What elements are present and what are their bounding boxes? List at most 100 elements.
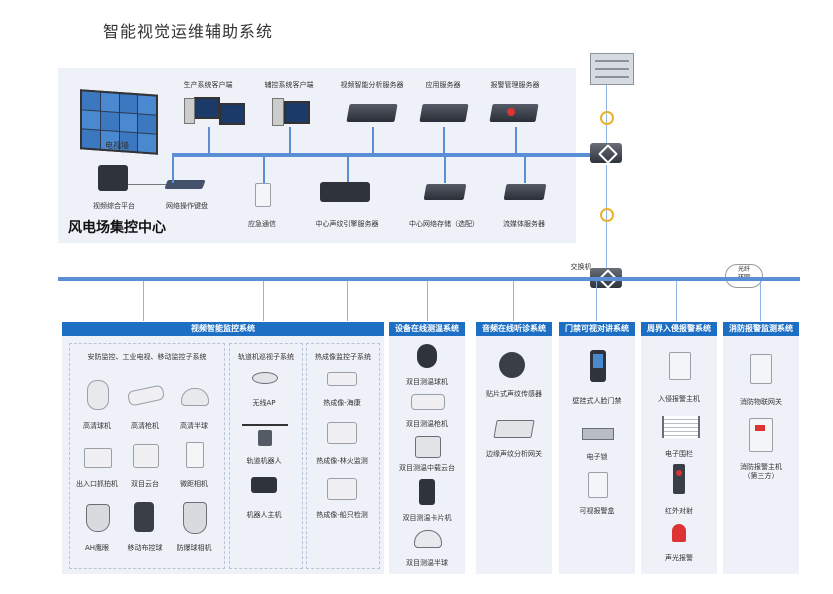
item-intrusion-host: 入侵报警主机 bbox=[658, 395, 700, 403]
item-sound-light-alarm: 声光报警 bbox=[665, 554, 693, 562]
page-title: 智能视觉运维辅助系统 bbox=[103, 22, 274, 41]
center-switch-icon bbox=[590, 143, 622, 163]
item-video-alarm-box: 可视报警盒 bbox=[579, 507, 615, 515]
voiceprint-sensor-icon bbox=[499, 352, 525, 378]
fire-system-header: 消防报警监测系统 bbox=[723, 322, 799, 336]
item-rail-robot: 轨道机器人 bbox=[246, 457, 282, 465]
drop-line bbox=[515, 127, 517, 155]
item-dual-temp-half-dome: 双目测温半球 bbox=[406, 559, 448, 567]
building-icon bbox=[590, 53, 634, 85]
sub-rail-box bbox=[229, 343, 303, 569]
label-aux-client: 辅控系统客户端 bbox=[264, 81, 314, 89]
item-wireless-ap: 无线AP bbox=[252, 399, 276, 407]
intrusion-host-icon bbox=[669, 352, 691, 380]
entrance-capture-camera-icon bbox=[84, 448, 112, 468]
dual-pan-tilt-icon bbox=[133, 444, 159, 468]
hd-half-dome-icon bbox=[181, 388, 209, 406]
system-drop bbox=[143, 281, 144, 321]
video-system-header: 视频智能监控系统 bbox=[62, 322, 384, 336]
emergency-phone-icon bbox=[255, 183, 271, 207]
streaming-server-icon bbox=[503, 184, 547, 200]
fiber-coil-icon bbox=[600, 111, 614, 125]
item-infrared-beam: 红外对射 bbox=[665, 507, 693, 515]
item-thermal-forest: 热成像-林火监测 bbox=[316, 457, 368, 465]
label-network-storage: 中心网络存储（选配） bbox=[409, 220, 479, 228]
item-dual-temp-dome: 双目测温球机 bbox=[406, 378, 448, 386]
perimeter-system-header: 周界入侵报警系统 bbox=[641, 322, 717, 336]
drop-line bbox=[263, 157, 265, 183]
fire-alarm-host-icon bbox=[749, 418, 773, 452]
cable bbox=[128, 184, 166, 185]
production-client-monitor-2 bbox=[219, 103, 245, 125]
label-production-client: 生产系统客户端 bbox=[183, 81, 233, 89]
sub-thermal-title: 热成像监控子系统 bbox=[315, 353, 371, 361]
video-platform-device bbox=[98, 165, 128, 191]
aux-client-tower bbox=[272, 98, 284, 126]
fiber-coil-icon-2 bbox=[600, 208, 614, 222]
drop-line bbox=[443, 127, 445, 155]
electric-fence-icon bbox=[662, 416, 700, 438]
system-drop bbox=[760, 281, 761, 321]
item-hd-half-dome: 高清半球 bbox=[180, 422, 208, 430]
system-drop bbox=[596, 281, 597, 321]
video-analysis-server-icon bbox=[346, 104, 398, 122]
sound-light-alarm-icon bbox=[672, 524, 686, 542]
item-voiceprint-sensor: 贴片式声纹传感器 bbox=[486, 390, 542, 398]
item-face-access: 壁挂式人脸门禁 bbox=[572, 397, 622, 405]
item-electric-fence: 电子围栏 bbox=[665, 450, 693, 458]
thermal-ship-icon bbox=[327, 478, 357, 500]
item-robot-host: 机器人主机 bbox=[246, 511, 282, 519]
label-streaming-server: 流媒体服务器 bbox=[503, 220, 545, 228]
sub-rail-title: 轨道机巡视子系统 bbox=[238, 353, 294, 361]
face-access-icon bbox=[590, 350, 606, 382]
label-emergency-comm: 应急通信 bbox=[248, 220, 276, 228]
label-voiceprint-engine: 中心声纹引擎服务器 bbox=[315, 220, 379, 228]
drop-line bbox=[444, 157, 446, 183]
drop-line bbox=[172, 153, 174, 183]
item-dual-temp-ptz: 双目测温中载云台 bbox=[399, 464, 455, 472]
video-alarm-box-icon bbox=[588, 472, 608, 498]
center-network-bus bbox=[172, 153, 596, 157]
item-thermal-ship: 热成像-船只检测 bbox=[316, 511, 368, 519]
center-label: 风电场集控中心 bbox=[68, 220, 166, 236]
label-video-analysis-server: 视频智能分析服务器 bbox=[340, 81, 404, 89]
mobile-deploy-ball-icon bbox=[134, 502, 154, 532]
thermal-forest-icon bbox=[327, 422, 357, 444]
keyboard-device bbox=[164, 180, 206, 189]
item-entrance-capture: 出入口抓拍机 bbox=[76, 480, 118, 488]
system-drop bbox=[347, 281, 348, 321]
item-hd-dome: 高清球机 bbox=[83, 422, 111, 430]
label-video-platform: 视频综合平台 bbox=[93, 202, 135, 210]
dual-temp-half-dome-icon bbox=[414, 530, 442, 548]
voiceprint-engine-server-icon bbox=[320, 182, 370, 202]
sub-security-box bbox=[69, 343, 225, 569]
dual-temp-dome-icon bbox=[417, 344, 437, 368]
system-drop bbox=[676, 281, 677, 321]
item-fire-gateway: 消防物联网关 bbox=[740, 398, 782, 406]
system-drop bbox=[263, 281, 264, 321]
switch-label: 交换机 bbox=[570, 263, 592, 271]
fiber-ring-cloud-icon bbox=[725, 264, 763, 288]
network-storage-icon bbox=[423, 184, 467, 200]
item-explosion-proof: 防爆球相机 bbox=[176, 544, 212, 552]
item-mobile-deploy: 移动布控球 bbox=[127, 544, 163, 552]
edge-gateway-icon bbox=[493, 420, 535, 438]
video-system-panel bbox=[62, 322, 384, 574]
dual-temp-bullet-icon bbox=[411, 394, 445, 410]
production-client-tower bbox=[184, 98, 195, 124]
label-alarm-server: 报警管理服务器 bbox=[490, 81, 540, 89]
item-ah-eagle-eye: AH鹰眼 bbox=[84, 544, 110, 552]
item-dual-pan-tilt: 双目云台 bbox=[131, 480, 159, 488]
dual-temp-ptz-icon bbox=[415, 436, 441, 458]
electronic-lock-icon bbox=[582, 428, 614, 440]
rail-robot-icon bbox=[242, 424, 288, 448]
drop-line bbox=[524, 157, 526, 183]
main-network-bus bbox=[58, 277, 800, 281]
system-drop bbox=[513, 281, 514, 321]
system-drop bbox=[427, 281, 428, 321]
drop-line bbox=[289, 127, 291, 155]
aux-client-monitor bbox=[284, 101, 310, 124]
item-thermal-hik: 热成像-海康 bbox=[323, 399, 361, 407]
drop-line bbox=[208, 127, 210, 155]
item-electronic-lock: 电子锁 bbox=[586, 453, 608, 461]
